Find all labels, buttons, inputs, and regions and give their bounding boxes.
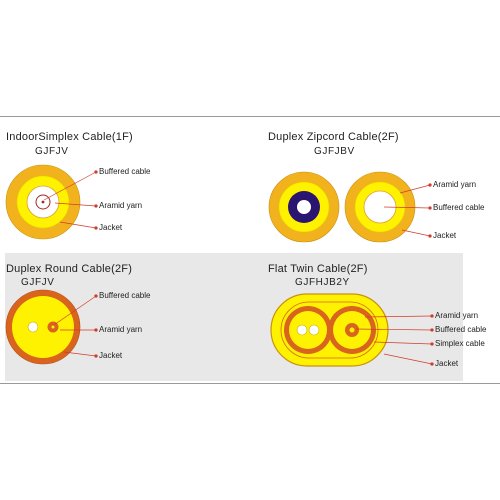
duplex-zipcord-model: GJFJBV xyxy=(314,146,355,157)
flat-twin-label-buffered-cable: Buffered cable xyxy=(435,325,487,334)
duplex-zipcord-label-aramid-yarn: Aramid yarn xyxy=(433,180,477,189)
duplex-round-model: GJFJV xyxy=(21,277,55,288)
duplex-zipcord-left-cross-section xyxy=(268,171,340,243)
indoor-simplex-cross-section xyxy=(5,164,81,240)
bottom-divider xyxy=(0,383,500,384)
duplex-zipcord-title: Duplex Zipcord Cable(2F) xyxy=(268,131,399,143)
duplex-round-label-jacket: Jacket xyxy=(99,351,123,360)
duplex-round-label-aramid-yarn: Aramid yarn xyxy=(99,325,143,334)
duplex-zipcord-leaders xyxy=(383,183,432,238)
flat-twin-label-simplex-cable: Simplex cable xyxy=(435,339,485,348)
duplex-zipcord-label-buffered-cable: Buffered cable xyxy=(433,203,485,212)
duplex-round-label-buffered-cable: Buffered cable xyxy=(99,291,151,300)
flat-twin-leaders xyxy=(355,314,434,366)
flat-twin-cross-section xyxy=(270,293,389,367)
duplex-round-leaders xyxy=(53,294,98,358)
indoor-simplex-leaders xyxy=(43,170,98,230)
duplex-round-cross-section xyxy=(5,289,81,365)
indoor-simplex-title: IndoorSimplex Cable(1F) xyxy=(6,131,133,143)
flat-twin-model: GJFHJB2Y xyxy=(295,277,350,288)
flat-twin-title: Flat Twin Cable(2F) xyxy=(268,263,368,275)
top-divider xyxy=(0,116,500,117)
flat-twin-label-aramid-yarn: Aramid yarn xyxy=(435,311,479,320)
duplex-round-title: Duplex Round Cable(2F) xyxy=(6,263,133,275)
indoor-simplex-label-aramid-yarn: Aramid yarn xyxy=(99,201,143,210)
indoor-simplex-label-buffered-cable: Buffered cable xyxy=(99,167,151,176)
indoor-simplex-label-jacket: Jacket xyxy=(99,223,123,232)
duplex-zipcord-right-cross-section xyxy=(344,171,416,243)
duplex-zipcord-label-jacket: Jacket xyxy=(433,231,457,240)
flat-twin-label-jacket: Jacket xyxy=(435,359,459,368)
indoor-simplex-model: GJFJV xyxy=(35,146,69,157)
